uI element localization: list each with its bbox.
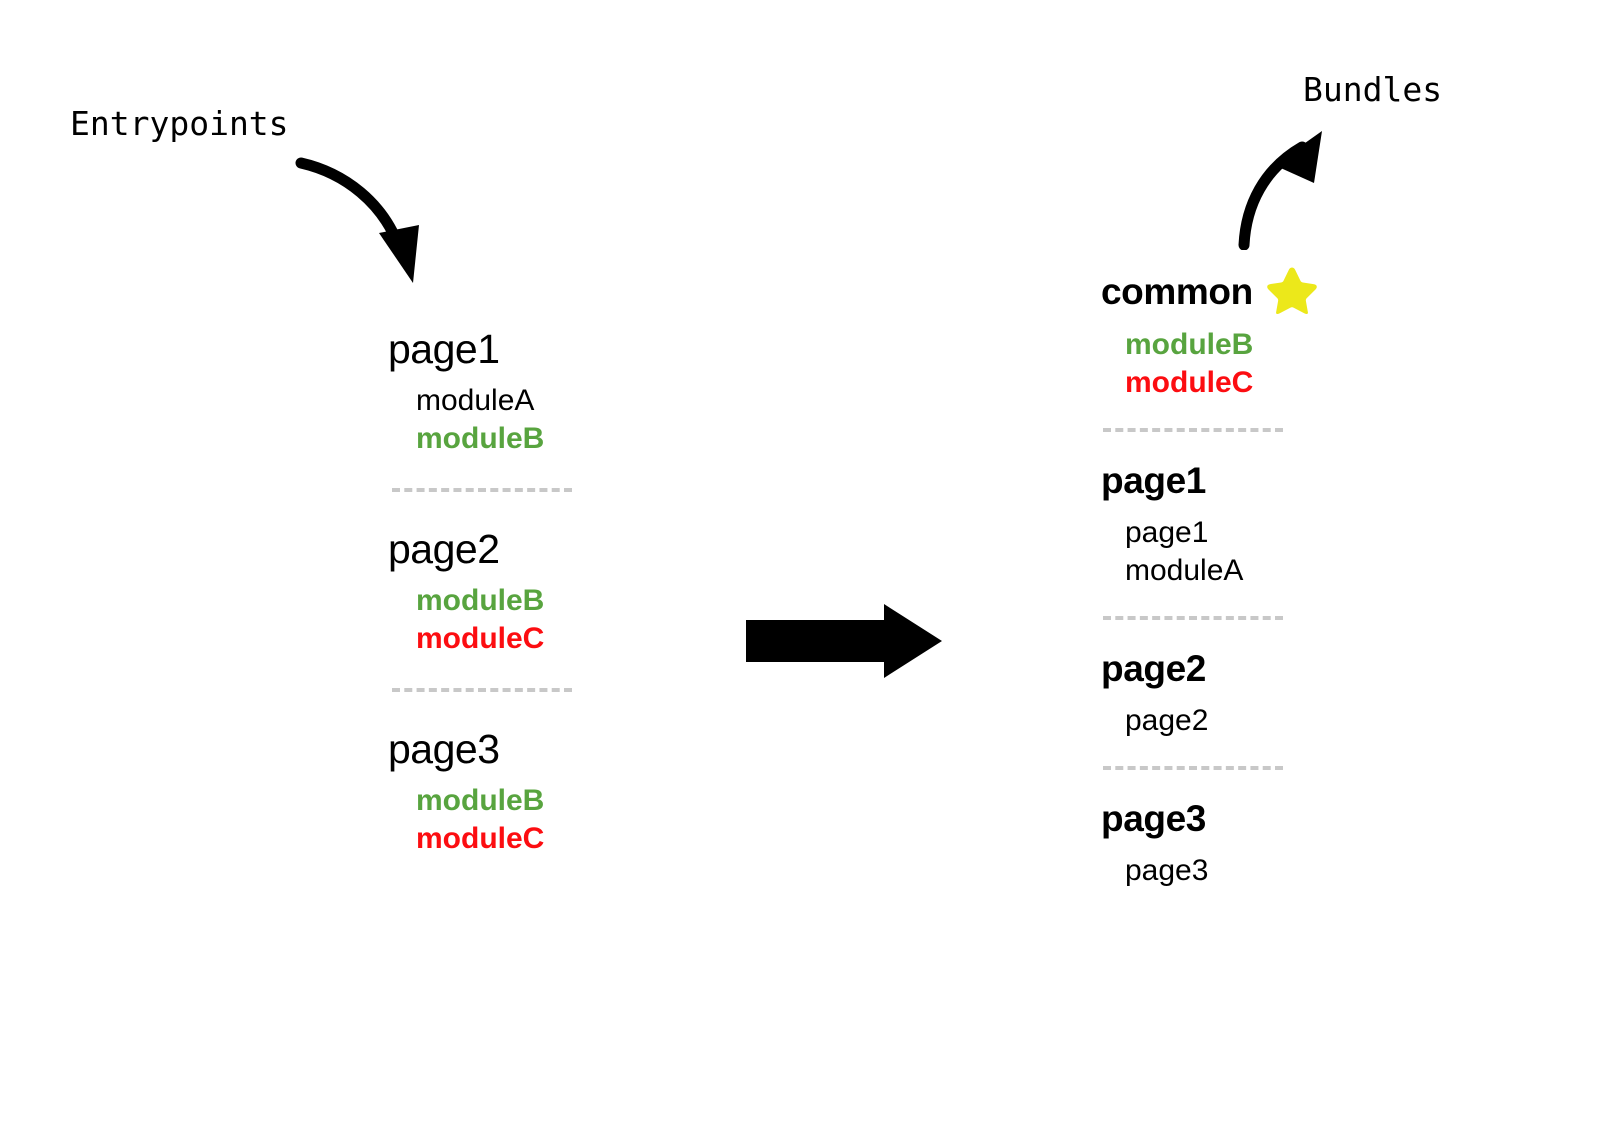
block-arrow-right-icon [744, 602, 944, 680]
bundle-group-title: common [1101, 271, 1253, 312]
module-item: moduleC [416, 822, 545, 855]
entrypoint-group-header-row: page2 [388, 524, 688, 574]
bundles-label: Bundles [1303, 70, 1443, 109]
group-divider [1103, 428, 1283, 432]
bundle-group-header-row: common [1101, 267, 1431, 316]
bundle-group: page2 page2 [1101, 646, 1431, 740]
bundle-module-list: page3 [1101, 852, 1431, 890]
bundle-group: common moduleB moduleC [1101, 267, 1431, 402]
entrypoint-group: page3 moduleB moduleC [388, 724, 688, 858]
entrypoint-module-list: moduleA moduleB [388, 382, 688, 458]
bundle-module-list: page1 moduleA [1101, 514, 1431, 590]
entrypoint-group: page1 moduleA moduleB [388, 324, 688, 458]
entrypoint-group-title: page2 [388, 526, 500, 572]
group-divider [1103, 616, 1283, 620]
curved-arrow-down-right-icon [295, 155, 435, 300]
entrypoint-group-header-row: page3 [388, 724, 688, 774]
bundle-group-title: page1 [1101, 460, 1206, 501]
group-divider [392, 488, 572, 492]
group-divider [1103, 766, 1283, 770]
bundle-module-list: page2 [1101, 702, 1431, 740]
entrypoint-group-title: page3 [388, 726, 500, 772]
module-item: moduleA [416, 384, 535, 417]
bundle-group-header-row: page2 [1101, 646, 1431, 692]
module-item: moduleA [1125, 554, 1244, 587]
module-item: moduleB [416, 784, 545, 817]
module-item: page1 [1125, 516, 1209, 549]
bundle-group-header-row: page1 [1101, 458, 1431, 504]
module-item: moduleB [416, 422, 545, 455]
entrypoint-group: page2 moduleB moduleC [388, 524, 688, 658]
entrypoint-group-header-row: page1 [388, 324, 688, 374]
bundle-group-header-row: page3 [1101, 796, 1431, 842]
bundle-group: page1 page1 moduleA [1101, 458, 1431, 590]
module-item: moduleB [1125, 328, 1254, 361]
bundles-column: common moduleB moduleC page1 page1 modul… [1101, 267, 1431, 890]
entrypoints-column: page1 moduleA moduleB page2 moduleB modu… [388, 324, 688, 858]
bundle-group: page3 page3 [1101, 796, 1431, 890]
bundle-group-title: page2 [1101, 648, 1206, 689]
star-icon [1266, 267, 1317, 314]
module-item: moduleB [416, 584, 545, 617]
module-item: page3 [1125, 854, 1209, 887]
module-item: moduleC [1125, 366, 1254, 399]
bundle-module-list: moduleB moduleC [1101, 326, 1431, 402]
entrypoint-module-list: moduleB moduleC [388, 782, 688, 858]
curved-arrow-up-right-icon [1230, 125, 1340, 255]
group-divider [392, 688, 572, 692]
entrypoints-label: Entrypoints [70, 104, 289, 143]
entrypoint-group-title: page1 [388, 326, 500, 372]
bundle-group-title: page3 [1101, 798, 1206, 839]
module-item: moduleC [416, 622, 545, 655]
entrypoint-module-list: moduleB moduleC [388, 582, 688, 658]
module-item: page2 [1125, 704, 1209, 737]
